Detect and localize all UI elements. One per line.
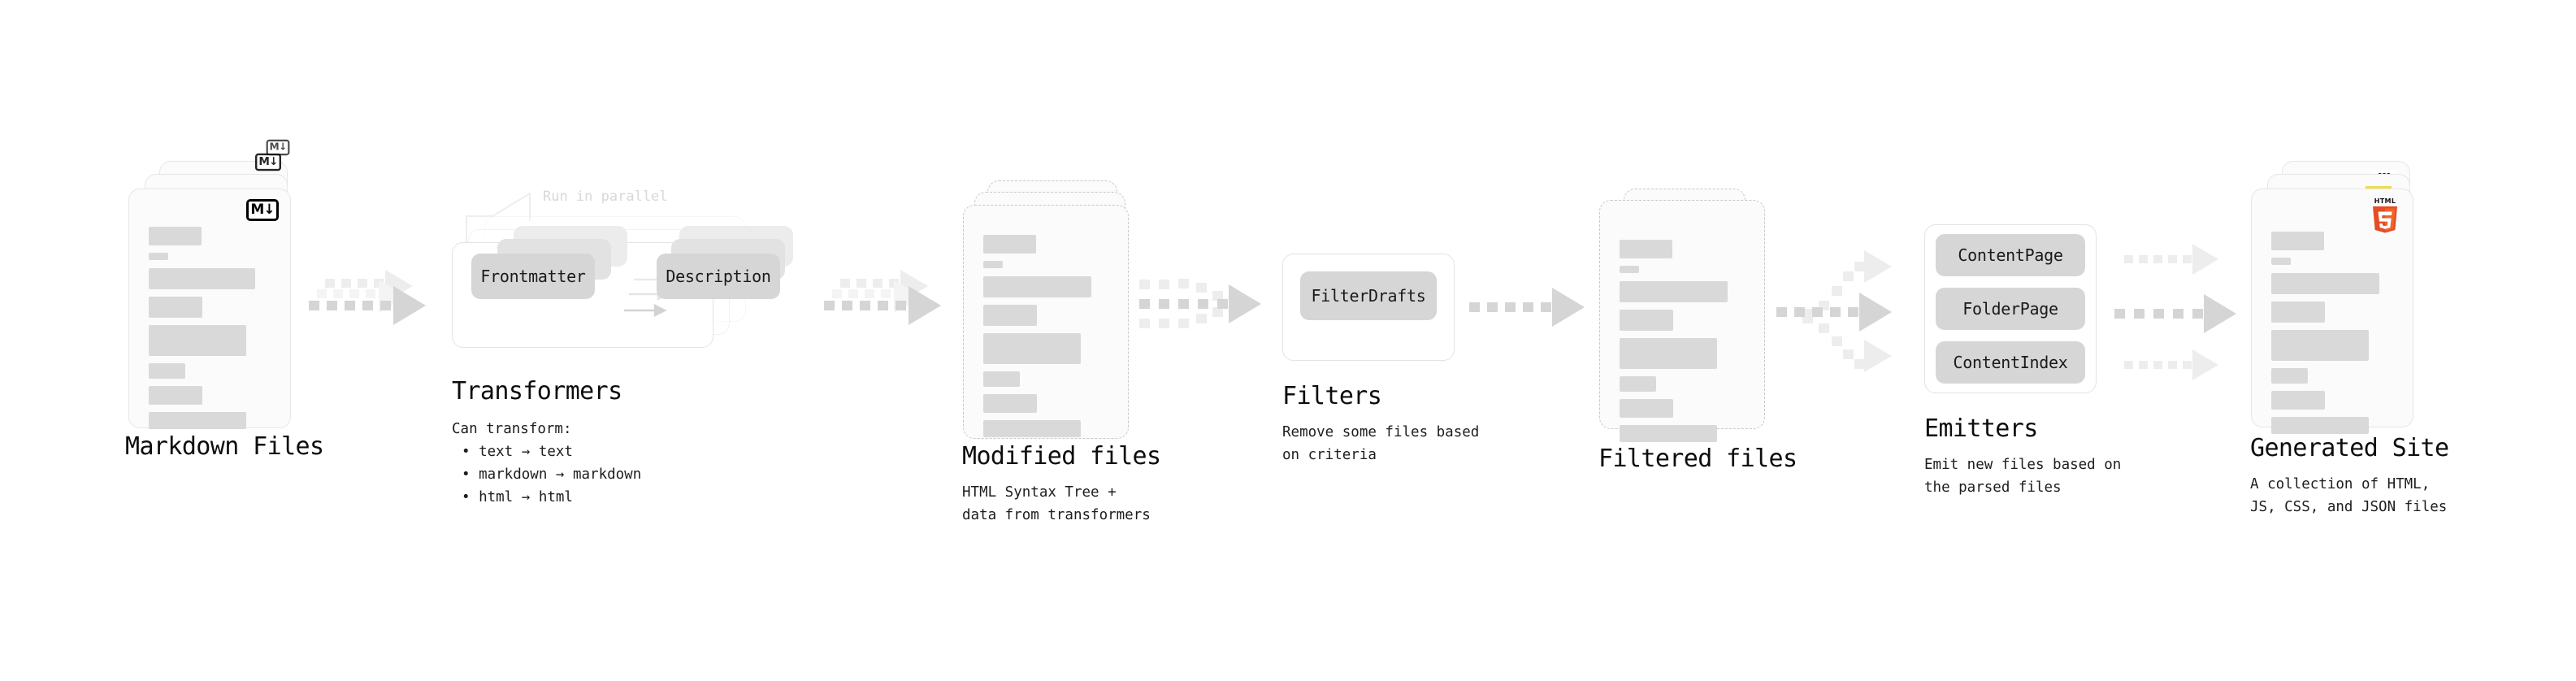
arrow-emitters-to-site	[2114, 244, 2236, 380]
arrow-filtered-to-emitters	[1776, 250, 1892, 372]
markdown-card-content	[149, 227, 272, 429]
arrow-transformers-to-modified	[824, 270, 941, 325]
markdown-badge-back-label: M↓	[269, 141, 287, 154]
chip-contentpage-label: ContentPage	[1958, 245, 2063, 265]
modified-files-stack	[963, 180, 1138, 440]
emitters-title: Emitters	[1924, 414, 2038, 443]
chip-contentindex[interactable]: ContentIndex	[1936, 341, 2085, 384]
chip-filterdrafts[interactable]: FilterDrafts	[1300, 271, 1437, 320]
run-in-parallel-note: Run in parallel	[543, 189, 668, 205]
transformers-title: Transformers	[452, 377, 622, 406]
filtered-files-title: Filtered files	[1598, 445, 1798, 473]
modified-files-group: Modified files HTML Syntax Tree + data f…	[962, 180, 1161, 523]
transformers-sub: Can transform:	[452, 421, 572, 437]
markdown-badge: M↓	[246, 199, 279, 221]
generated-site-sub: A collection of HTML, JS, CSS, and JSON …	[2250, 476, 2448, 516]
chip-description[interactable]: Description	[657, 254, 780, 299]
filtered-files-group: Filtered files	[1598, 189, 1798, 473]
filtered-card-content	[1620, 240, 1746, 442]
html5-badge: HTML	[2369, 196, 2401, 236]
arrow-filters-to-filtered	[1469, 288, 1585, 327]
filtered-card-front	[1599, 200, 1765, 442]
markdown-badge-label: M↓	[250, 202, 275, 218]
emitters-sub: Emit new files based on the parsed files	[1924, 457, 2122, 497]
modified-files-title: Modified files	[962, 442, 1161, 471]
markdown-badge-mid-label: M↓	[258, 155, 278, 169]
arrow-modified-to-filters	[1139, 279, 1261, 328]
markdown-files-group: M↓ M↓ M↓ Markdown Files	[125, 139, 324, 461]
svg-text:HTML: HTML	[2374, 197, 2396, 205]
chip-folderpage[interactable]: FolderPage	[1936, 288, 2085, 330]
markdown-badge-back: M↓	[266, 139, 290, 156]
markdown-files-stack: M↓ M↓ M↓	[128, 139, 299, 429]
modified-card-front	[963, 205, 1129, 439]
generated-site-title: Generated Site	[2250, 434, 2449, 462]
generated-site-group: CSS HTML	[2250, 161, 2449, 515]
generated-site-stack: CSS HTML	[2251, 161, 2426, 434]
transformers-bullet-2: • markdown → markdown	[462, 466, 642, 483]
markdown-card-front: M↓	[128, 189, 291, 429]
site-card-front: HTML	[2251, 189, 2413, 434]
markdown-files-title: Markdown Files	[125, 432, 324, 461]
chip-filterdrafts-label: FilterDrafts	[1311, 286, 1426, 306]
chip-folderpage-label: FolderPage	[1962, 299, 2058, 319]
chip-contentpage[interactable]: ContentPage	[1936, 234, 2085, 276]
chip-frontmatter[interactable]: Frontmatter	[471, 254, 595, 299]
filters-sub: Remove some files based on criteria	[1282, 424, 1480, 464]
site-card-content	[2271, 232, 2395, 434]
chip-description-label: Description	[666, 267, 771, 286]
chip-contentindex-label: ContentIndex	[1953, 353, 2068, 372]
arrow-markdown-to-transformers	[309, 270, 426, 325]
transformers-bullet-3: • html → html	[462, 489, 573, 505]
filtered-files-stack	[1599, 189, 1774, 442]
modified-card-content	[983, 235, 1110, 437]
transformers-bullet-1: • text → text	[462, 444, 573, 460]
modified-files-sub: HTML Syntax Tree + data from transformer…	[962, 484, 1151, 524]
markdown-badge-mid: M↓	[255, 153, 281, 171]
filters-title: Filters	[1282, 382, 1382, 410]
chip-frontmatter-label: Frontmatter	[480, 267, 586, 286]
